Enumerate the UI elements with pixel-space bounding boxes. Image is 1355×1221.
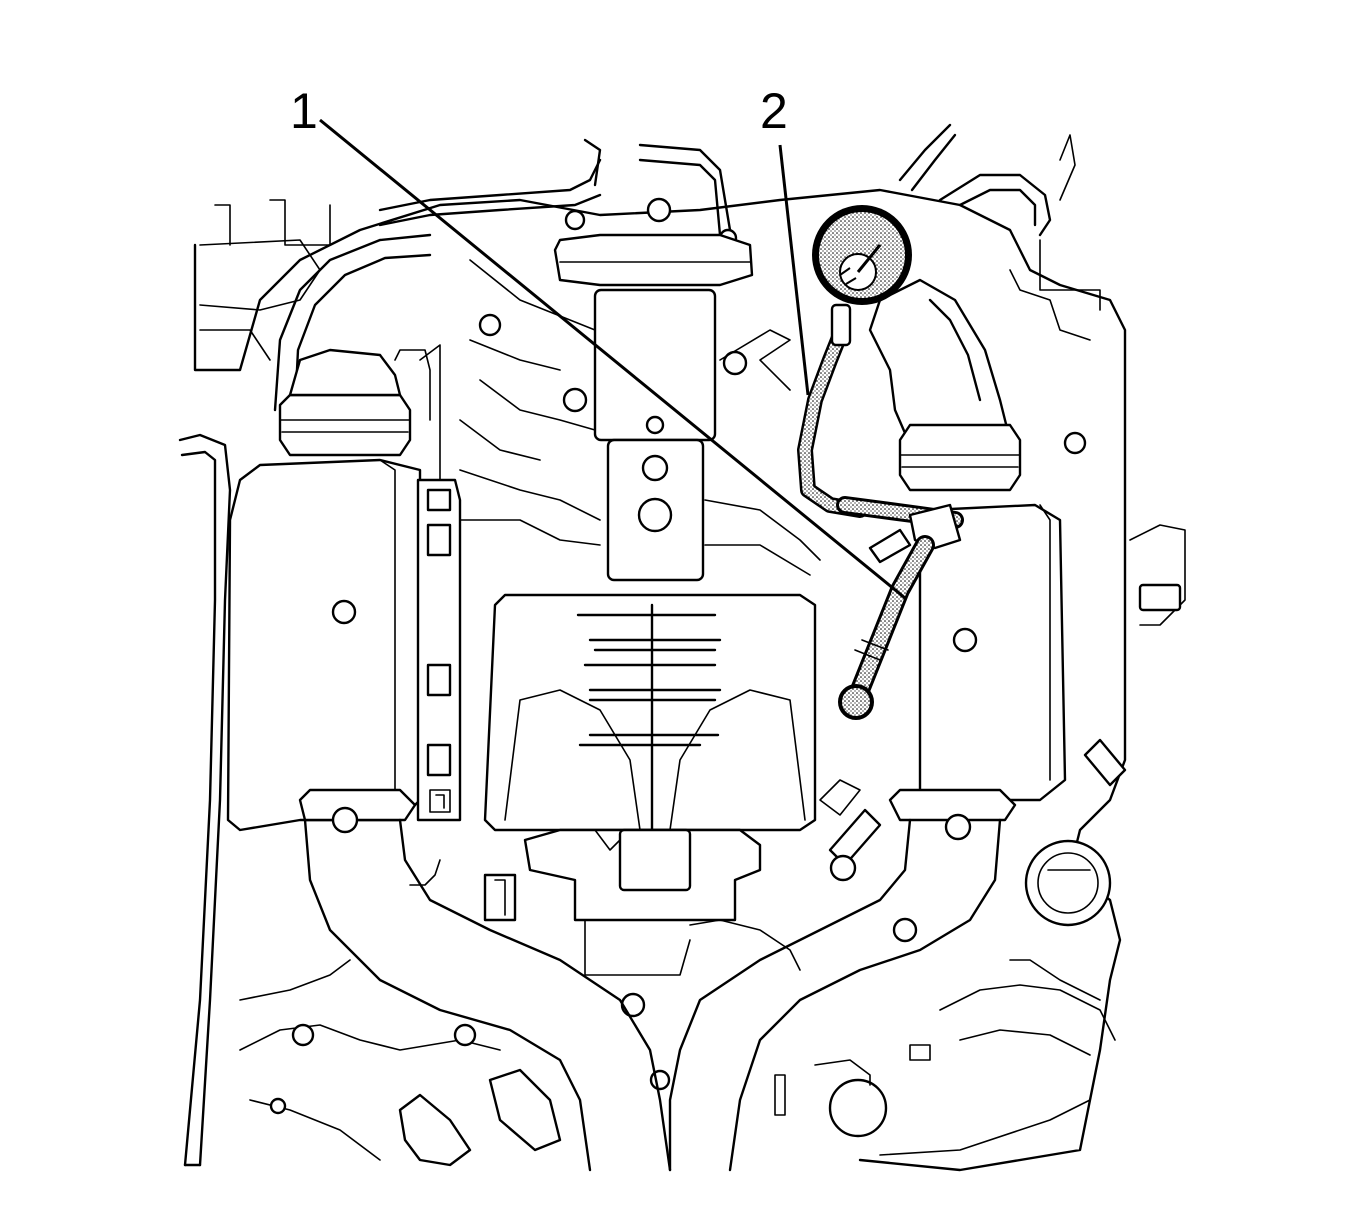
pressure-gauge-icon [797, 205, 964, 720]
callout-1: 1 [290, 83, 906, 600]
callout-2-label: 2 [760, 83, 788, 139]
callout-1-label: 1 [290, 83, 318, 139]
callout-1-leader [319, 118, 906, 600]
engine-background [178, 123, 1186, 1172]
callout-2: 2 [760, 83, 810, 396]
fin-lines [576, 613, 722, 747]
callout-2-leader [778, 144, 810, 396]
